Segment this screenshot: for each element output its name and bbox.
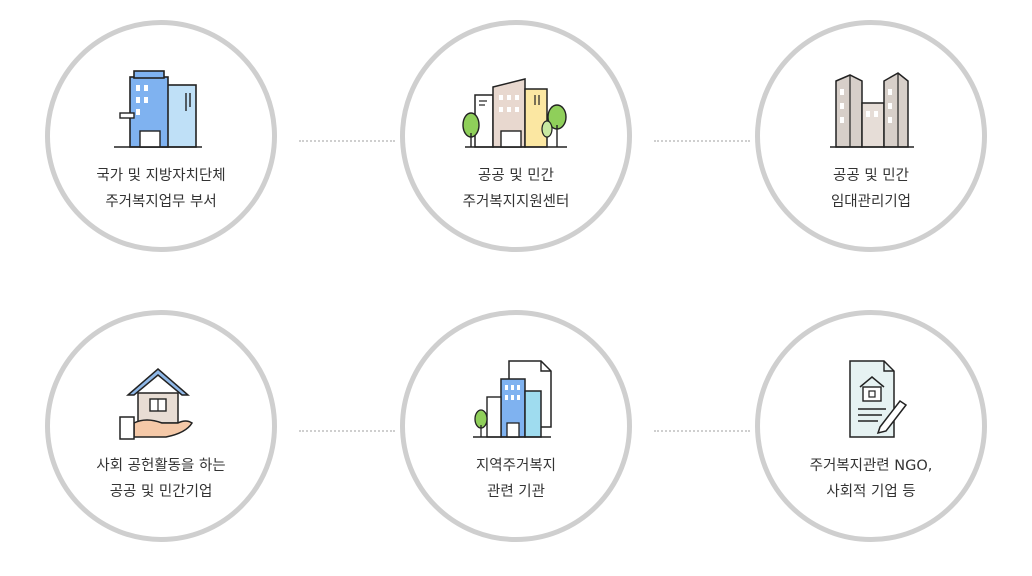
label-line-1: 지역주거복지 — [475, 458, 557, 474]
label-line-1: 국가 및 지방자치단체 — [96, 168, 226, 184]
government-building-icon — [106, 67, 216, 151]
welfare-center-buildings-icon — [461, 67, 571, 151]
item-label: 지역주거복지 관련 기관 — [405, 453, 627, 505]
item-label: 주거복지관련 NGO, 사회적 기업 등 — [760, 453, 982, 505]
office-document-icon — [461, 357, 571, 441]
label-line-1: 주거복지관련 NGO, — [809, 458, 933, 474]
label-line-2: 임대관리기업 — [830, 194, 912, 210]
circle-social-contribution-companies: 사회 공헌활동을 하는 공공 및 민간기업 — [45, 310, 277, 542]
rental-buildings-icon — [816, 67, 926, 151]
house-in-hand-icon — [106, 357, 216, 441]
circle-rental-management: 공공 및 민간 임대관리기업 — [755, 20, 987, 252]
dotted-connector-3 — [299, 430, 395, 432]
label-line-2: 사회적 기업 등 — [826, 484, 916, 500]
dotted-connector-1 — [299, 140, 395, 142]
label-line-2: 공공 및 민간기업 — [109, 484, 213, 500]
dotted-connector-2 — [654, 140, 750, 142]
label-line-1: 공공 및 민간 — [833, 168, 909, 184]
label-line-1: 사회 공헌활동을 하는 — [96, 458, 226, 474]
dotted-connector-4 — [654, 430, 750, 432]
label-line-1: 공공 및 민간 — [478, 168, 554, 184]
house-contract-icon — [816, 357, 926, 441]
circle-government-housing-dept: 국가 및 지방자치단체 주거복지업무 부서 — [45, 20, 277, 252]
circle-regional-welfare-institutions: 지역주거복지 관련 기관 — [400, 310, 632, 542]
item-label: 국가 및 지방자치단체 주거복지업무 부서 — [50, 163, 272, 215]
label-line-2: 주거복지지원센터 — [462, 194, 570, 210]
label-line-2: 관련 기관 — [487, 484, 545, 500]
item-label: 공공 및 민간 임대관리기업 — [760, 163, 982, 215]
circle-welfare-support-center: 공공 및 민간 주거복지지원센터 — [400, 20, 632, 252]
circle-ngo-social-enterprise: 주거복지관련 NGO, 사회적 기업 등 — [755, 310, 987, 542]
label-line-2: 주거복지업무 부서 — [105, 194, 217, 210]
item-label: 사회 공헌활동을 하는 공공 및 민간기업 — [50, 453, 272, 505]
item-label: 공공 및 민간 주거복지지원센터 — [405, 163, 627, 215]
